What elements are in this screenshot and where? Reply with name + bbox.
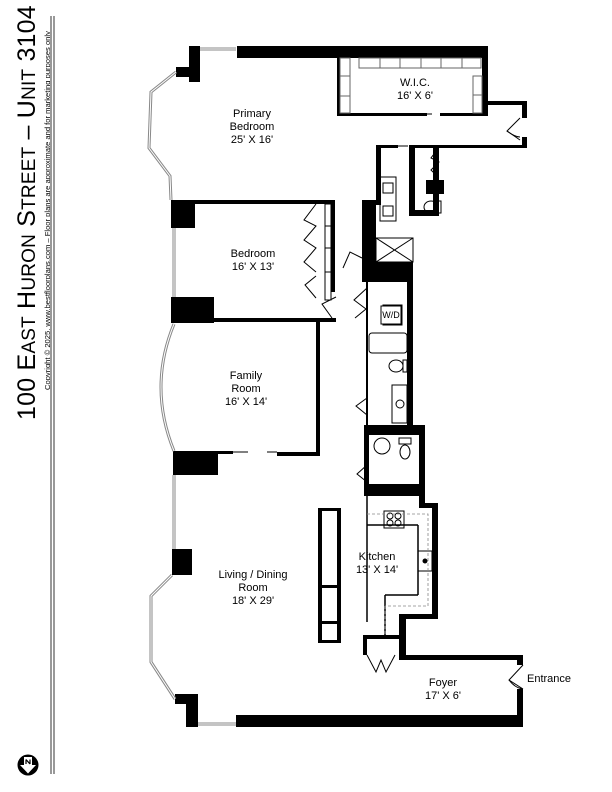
- room-name: Family: [229, 370, 263, 382]
- room-dimensions: 16' X 14': [224, 396, 268, 408]
- room-dimensions: 13' X 14': [355, 564, 399, 576]
- room-label-kitchen: Kitchen 13' X 14': [356, 551, 398, 577]
- wic-shelving: [339, 57, 483, 114]
- room-name: Bedroom: [229, 121, 275, 133]
- room-label-bedroom: Bedroom 16' X 13': [231, 248, 276, 274]
- room-name: Room: [238, 582, 268, 594]
- room-name: Bedroom: [230, 248, 276, 260]
- room-name: Room: [231, 383, 261, 395]
- room-label-primary-bedroom: Primary Bedroom 25' X 16': [230, 108, 275, 147]
- washer-dryer-label: W/D: [382, 310, 400, 320]
- windows: [147, 47, 236, 726]
- washer-dryer-box: [380, 305, 402, 325]
- room-name: W.I.C.: [400, 77, 430, 89]
- room-dimensions: 18' X 29': [231, 595, 275, 607]
- fixtures: [368, 176, 442, 572]
- room-dimensions: 16' X 13': [231, 261, 275, 273]
- doors: [233, 113, 524, 690]
- bedroom-closet: [303, 203, 332, 301]
- north-arrow-icon: [17, 754, 39, 776]
- window-inner-lines: [148, 48, 236, 725]
- title-block: 100 EAST HURON STREET – UNIT 3104 Copyri…: [0, 0, 60, 792]
- room-dimensions: 17' X 6': [424, 690, 462, 702]
- room-label-living-dining: Living / Dining Room 18' X 29': [218, 569, 287, 608]
- room-label-family-room: Family Room 16' X 14': [225, 370, 267, 409]
- room-name: Living / Dining: [218, 569, 288, 581]
- vertical-rule-divider: [50, 16, 55, 774]
- room-dimensions: 25' X 16': [230, 134, 274, 146]
- room-name: Foyer: [428, 677, 458, 689]
- exterior-walls: [171, 46, 527, 727]
- room-label-foyer: Foyer 17' X 6': [425, 677, 461, 703]
- room-name: Kitchen: [358, 551, 396, 563]
- room-name: Primary: [233, 108, 271, 120]
- entrance-label: Entrance: [527, 673, 572, 685]
- room-label-wic: W.I.C. 16' X 6': [397, 77, 433, 103]
- kitchen-counters-dashed: [367, 513, 429, 635]
- room-dimensions: 16' X 6': [396, 90, 434, 102]
